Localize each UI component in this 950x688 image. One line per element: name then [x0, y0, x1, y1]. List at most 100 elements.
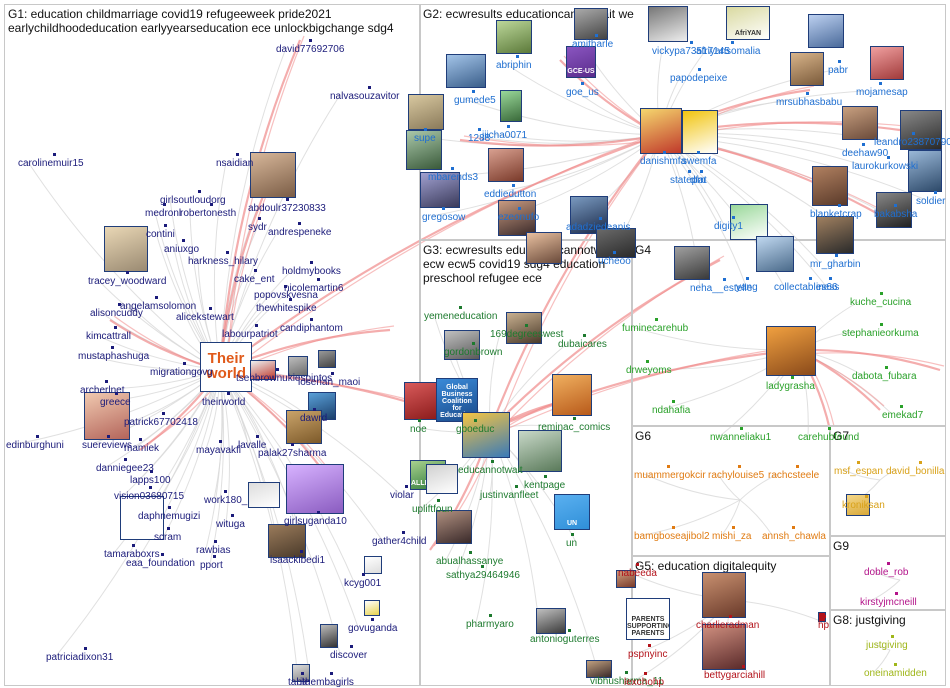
- node-label-gather4child[interactable]: gather4child: [372, 536, 427, 547]
- avatar-vibhu[interactable]: [586, 660, 612, 678]
- node-label-edinburghuni[interactable]: edinburghuni: [6, 440, 64, 451]
- node-label-papodepeixe[interactable]: papodepeixe: [670, 73, 728, 84]
- node-label-mishi_za[interactable]: mishi_za: [712, 531, 752, 542]
- node-label-abriphin[interactable]: abriphin: [496, 60, 532, 71]
- node-label-jiicha0071[interactable]: jiicha0071: [482, 130, 528, 141]
- node-label-work180_[interactable]: work180_: [204, 495, 248, 506]
- node-label-gregosow[interactable]: gregosow: [422, 212, 466, 223]
- node-label-fuminecarehub[interactable]: fuminecarehub: [622, 323, 689, 334]
- node-label-eaa_foundation[interactable]: eaa_foundation: [126, 558, 195, 569]
- node-label-pspnyinc[interactable]: pspnyinc: [628, 649, 668, 660]
- node-label-laurokurkowski[interactable]: laurokurkowski: [852, 161, 919, 172]
- avatar-charlie[interactable]: [702, 572, 746, 618]
- node-label-lexchohp[interactable]: lexchohp: [624, 677, 665, 688]
- node-label-vibhusharma_11[interactable]: vibhusharma_11: [590, 676, 664, 687]
- node-label-isaackibedi1[interactable]: isaackibedi1: [270, 555, 326, 566]
- node-label-candiphantom[interactable]: candiphantom: [280, 323, 343, 334]
- node-label-dfat[interactable]: dfat: [690, 175, 707, 186]
- avatar-tsehbrown[interactable]: [288, 356, 308, 376]
- avatar-antonio[interactable]: [536, 608, 566, 634]
- node-label-charlieradman[interactable]: charlieradman: [696, 620, 760, 631]
- node-label-ladygrasha[interactable]: ladygrasha: [766, 381, 815, 392]
- avatar-kcyg[interactable]: [364, 556, 382, 574]
- node-label-kentpage[interactable]: kentpage: [524, 480, 566, 491]
- node-label-emekad7[interactable]: emekad7: [882, 410, 924, 421]
- node-label-nalvasouzavitor[interactable]: nalvasouzavitor: [330, 91, 400, 102]
- node-label-wituga[interactable]: wituga: [216, 519, 245, 530]
- node-label-blanketcrap[interactable]: blanketcrap: [810, 209, 862, 220]
- node-label-mrsubhasbabu[interactable]: mrsubhasbabu: [776, 97, 843, 108]
- node-label-angelamsolomon[interactable]: angelamsolomon: [120, 301, 197, 312]
- avatar-169deg[interactable]: [506, 312, 542, 344]
- avatar-loserian[interactable]: [318, 350, 336, 368]
- node-label-thewhitespike[interactable]: thewhitespike: [256, 303, 317, 314]
- node-label-justinvanfleet[interactable]: justinvanfleet: [480, 490, 539, 501]
- node-label-mustaphashuga[interactable]: mustaphashuga: [78, 351, 150, 362]
- node-label-popovskvesna[interactable]: popovskvesna: [254, 290, 318, 301]
- node-label-digity1[interactable]: digity1: [714, 221, 743, 232]
- node-label-dawrd[interactable]: dawrd: [300, 413, 328, 424]
- node-label-scram[interactable]: scram: [154, 532, 182, 543]
- avatar-goe[interactable]: GCE-US: [566, 46, 596, 78]
- avatar-upliftfoun[interactable]: [426, 464, 458, 494]
- node-label-abdoulr37230833[interactable]: abdoulr37230833: [248, 203, 326, 214]
- avatar-govuganda[interactable]: [364, 600, 380, 616]
- avatar-vision[interactable]: [120, 496, 164, 540]
- node-label-supe[interactable]: supe: [414, 133, 436, 144]
- node-label-tamaraboxrs[interactable]: tamaraboxrs: [104, 549, 160, 560]
- avatar-swemfa[interactable]: [682, 110, 718, 154]
- avatar-digity[interactable]: [730, 204, 768, 240]
- node-label-adadziedeanis[interactable]: adadziedeanis: [566, 222, 631, 233]
- avatar-supe[interactable]: [408, 94, 444, 130]
- node-label-kcyg001[interactable]: kcyg001: [344, 578, 382, 589]
- node-label-bamgboseajibol2[interactable]: bamgboseajibol2: [634, 531, 710, 542]
- node-label-carolinemuir15[interactable]: carolinemuir15: [18, 158, 84, 169]
- node-label-soldier[interactable]: soldier: [916, 196, 946, 207]
- avatar-ladygrasha[interactable]: [766, 326, 816, 376]
- node-label-yang[interactable]: yang: [736, 282, 758, 293]
- node-label-david77692706[interactable]: david77692706: [276, 44, 345, 55]
- node-label-afriyansomalia[interactable]: afriyansomalia: [696, 46, 761, 57]
- avatar-blanket[interactable]: [876, 192, 912, 228]
- avatar-isaackibedi[interactable]: [268, 524, 306, 558]
- avatar-vickypa[interactable]: [648, 6, 688, 42]
- avatar-amitharle[interactable]: [574, 8, 608, 40]
- avatar-suereviews[interactable]: [84, 392, 130, 440]
- node-label-pabr[interactable]: pabr: [828, 65, 849, 76]
- avatar-adadzie[interactable]: [570, 196, 608, 234]
- node-label-tsehbrownukiespintos[interactable]: tsehbrownukiespintos: [236, 373, 333, 384]
- node-label-iness[interactable]: iness: [816, 282, 840, 293]
- avatar-danish[interactable]: [640, 108, 682, 154]
- avatar-gordon[interactable]: [444, 330, 480, 360]
- node-label-annsh_chawla[interactable]: annsh_chawla: [762, 531, 826, 542]
- node-label-nwanneliaku1[interactable]: nwanneliaku1: [710, 432, 772, 443]
- node-label-govuganda[interactable]: govuganda: [348, 623, 398, 634]
- node-label-mojamesap[interactable]: mojamesap: [856, 87, 908, 98]
- avatar-abdoulr[interactable]: [250, 152, 296, 198]
- avatar-mrsubhas[interactable]: [790, 52, 824, 86]
- avatar-gregosow[interactable]: [420, 172, 460, 208]
- node-label-lavalle[interactable]: lavalle: [238, 440, 267, 451]
- node-label-gboeduc[interactable]: gboeduc: [456, 424, 495, 435]
- node-label-sathya29464946[interactable]: sathya29464946: [446, 570, 520, 581]
- node-label-noe[interactable]: noe: [410, 424, 427, 435]
- node-label-vickypa73517145[interactable]: vickypa73517145: [652, 46, 730, 57]
- node-label-discover[interactable]: discover: [330, 650, 368, 661]
- avatar-ucheoo[interactable]: [596, 228, 636, 258]
- avatar-kronik[interactable]: [846, 494, 870, 516]
- node-label-169degreeswest[interactable]: 169degreeswest: [490, 329, 564, 340]
- avatar-neha[interactable]: [674, 246, 710, 280]
- node-label-kirstyjmcneill[interactable]: kirstyjmcneill: [860, 597, 917, 608]
- node-label-vision03680715[interactable]: vision03680715: [114, 491, 185, 502]
- avatar-theirworld[interactable]: Their world: [200, 342, 252, 392]
- avatar-leandro[interactable]: [842, 106, 878, 140]
- node-label-holdmybooks[interactable]: holdmybooks: [282, 266, 341, 277]
- node-label-cake_ent[interactable]: cake_ent: [234, 274, 275, 285]
- avatar-collect[interactable]: [756, 236, 794, 272]
- avatar-afriyan[interactable]: AfriYAN: [726, 6, 770, 40]
- node-label-aniuxgo[interactable]: aniuxgo: [164, 244, 200, 255]
- node-label-contini[interactable]: contini: [146, 229, 175, 240]
- node-label-migrationgovg[interactable]: migrationgovg: [150, 367, 213, 378]
- avatar-soldier[interactable]: [908, 150, 942, 192]
- node-label-ezeonufo[interactable]: ezeonufo: [498, 212, 540, 223]
